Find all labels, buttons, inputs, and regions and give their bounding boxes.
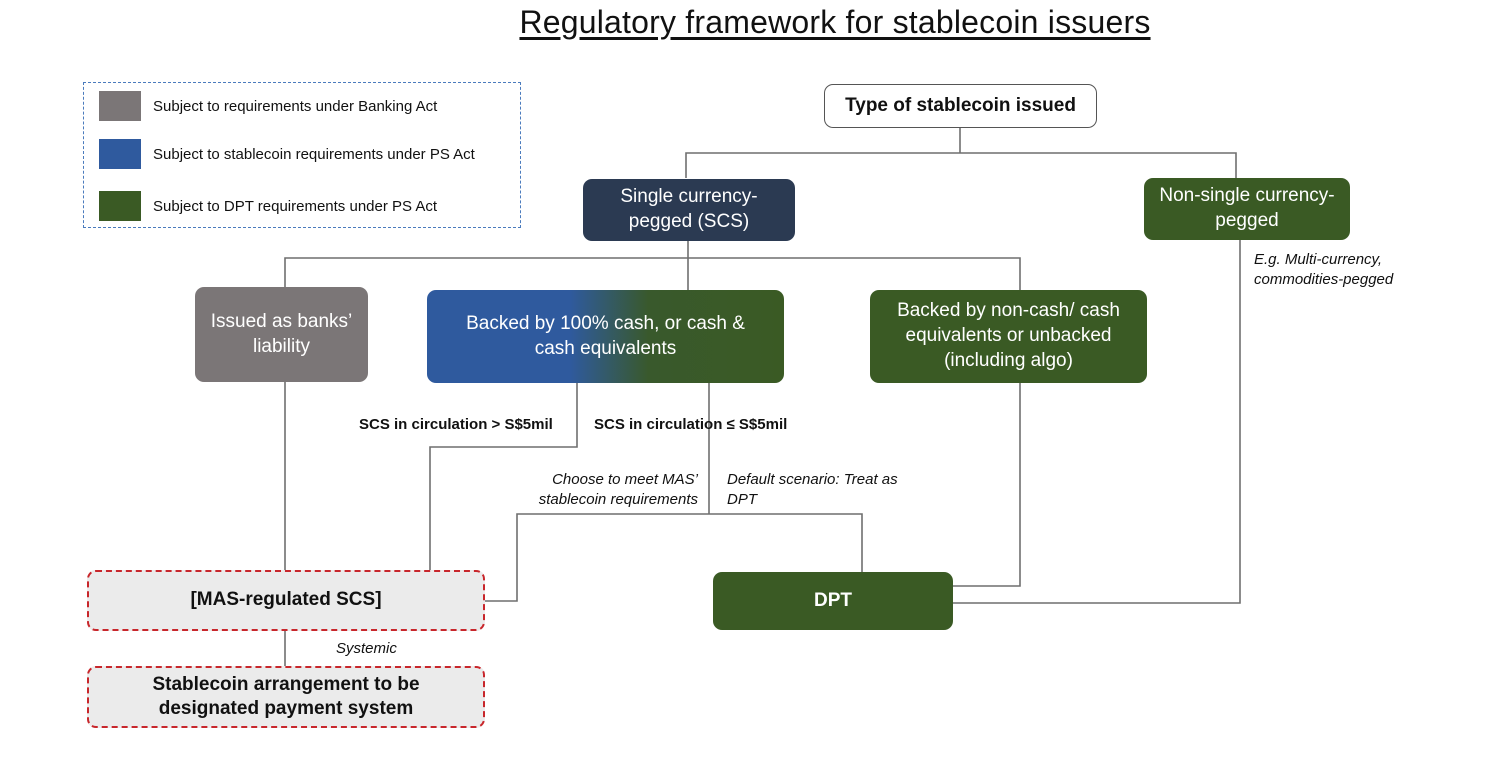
connector-type-horizontal (685, 152, 1237, 178)
node-mas-regulated-scs: [MAS-regulated SCS] (87, 570, 485, 631)
legend-swatch-banking (99, 91, 141, 121)
page-title: Regulatory framework for stablecoin issu… (519, 4, 1151, 40)
legend: Subject to requirements under Banking Ac… (83, 82, 521, 228)
node-backed-by-cash: Backed by 100% cash, or cash & cash equi… (427, 290, 784, 383)
annotation-systemic: Systemic (336, 640, 397, 657)
annotation-non-scs-example: E.g. Multi-currency, commodities-pegged (1254, 251, 1394, 288)
node-issued-as-bank-liability: Issued as banks’ liability (195, 287, 368, 382)
legend-item-banking: Subject to requirements under Banking Ac… (99, 91, 437, 121)
connector-default-to-dpt (709, 513, 863, 572)
node-non-single-currency-pegged: Non-single currency-pegged (1144, 178, 1350, 240)
node-backed-by-non-cash: Backed by non-cash/ cash equivalents or … (870, 290, 1147, 383)
legend-label: Subject to requirements under Banking Ac… (153, 97, 438, 115)
annotation-default-scenario: Default scenario: Treat as DPT (727, 471, 898, 508)
node-designated-payment-system: Stablecoin arrangement to be designated … (87, 666, 485, 728)
node-dpt: DPT (713, 572, 953, 630)
legend-label: Subject to DPT requirements under PS Act (153, 197, 438, 215)
legend-swatch-dpt (99, 191, 141, 221)
legend-label: Subject to stablecoin requirements under… (153, 145, 475, 163)
legend-swatch-stablecoin (99, 139, 141, 169)
annotation-choose-mas: Choose to meet MAS’ stablecoin requireme… (538, 471, 698, 508)
node-single-currency-pegged: Single currency-pegged (SCS) (583, 179, 795, 241)
connector-scs-horizontal (284, 257, 1021, 290)
annotation-below-5mil: SCS in circulation ≤ S$5mil (594, 416, 788, 433)
connector-noncash-to-dpt (953, 383, 1021, 587)
annotation-above-5mil: SCS in circulation > S$5mil (359, 416, 553, 433)
legend-item-dpt: Subject to DPT requirements under PS Act (99, 191, 437, 221)
legend-item-stablecoin: Subject to stablecoin requirements under… (99, 139, 475, 169)
connector-choose-to-mas (485, 513, 709, 602)
node-type-of-stablecoin: Type of stablecoin issued (824, 84, 1097, 128)
